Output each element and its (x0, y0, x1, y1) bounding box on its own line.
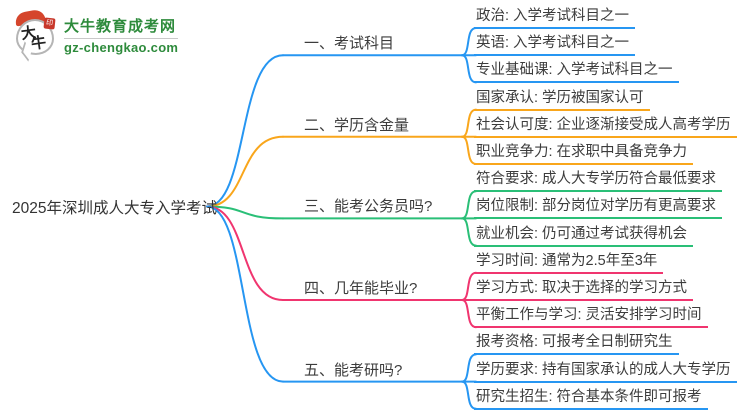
branch-topic: 三、能考公务员吗? (304, 198, 433, 216)
branch-connector (206, 205, 284, 220)
leaf-topic: 学习方式: 取决于选择的学习方式 (474, 279, 694, 301)
leaf-topic: 学习时间: 通常为2.5年至3年 (474, 252, 664, 274)
leaf-connector (461, 380, 477, 410)
daniu-bubble-icon: 大 牛 印 (14, 8, 57, 62)
leaf-topic: 专业基础课: 入学考试科目之一 (474, 61, 679, 84)
central-topic: 2025年深圳成人大专入学考试 (12, 200, 217, 217)
leaf-topic: 平衡工作与学习: 灵活安排学习时间 (474, 306, 708, 329)
leaf-topic: 学历要求: 持有国家承认的成人大专学历 (474, 361, 737, 383)
leaf-topic: 英语: 入学考试科目之一 (474, 34, 636, 57)
branch-topic: 一、考试科目 (304, 35, 395, 53)
leaf-connector (461, 299, 477, 329)
leaf-topic: 研究生招生: 符合基本条件即可报考 (474, 388, 708, 410)
branch-connector (206, 205, 284, 301)
leaf-topic: 政治: 入学考试科目之一 (474, 7, 636, 29)
site-logo[interactable]: 大 牛 印 大牛教育成考网 gz-chengkao.com (14, 8, 179, 62)
leaf-topic: 符合要求: 成人大专学历符合最低要求 (474, 170, 723, 193)
branch-connector (206, 54, 284, 208)
site-url: gz-chengkao.com (64, 40, 179, 55)
site-name: 大牛教育成考网 (64, 15, 179, 39)
branch-topic: 五、能考研吗? (304, 361, 403, 379)
logo-text: 大牛教育成考网 gz-chengkao.com (64, 15, 179, 55)
branch-connector (206, 205, 284, 383)
leaf-topic: 职业竞争力: 在求职中具备竞争力 (474, 143, 694, 165)
leaf-topic: 社会认可度: 企业逐渐接受成人高考学历 (474, 116, 737, 138)
leaf-topic: 就业机会: 仍可通过考试获得机会 (474, 225, 694, 247)
leaf-topic: 岗位限制: 部分岗位对学历有更高要求 (474, 197, 723, 220)
leaf-topic: 国家承认: 学历被国家认可 (474, 89, 650, 111)
branch-topic: 二、学历含金量 (304, 116, 410, 134)
branch-connector (206, 135, 284, 208)
leaf-connector (461, 135, 477, 165)
leaf-topic: 报考资格: 可报考全日制研究生 (474, 333, 679, 356)
logo-bubble-char: 牛 (30, 34, 48, 53)
leaf-connector (461, 217, 477, 247)
red-seal-icon: 印 (43, 17, 56, 30)
leaf-connector (461, 54, 477, 84)
branch-topic: 四、几年能毕业? (304, 280, 418, 297)
